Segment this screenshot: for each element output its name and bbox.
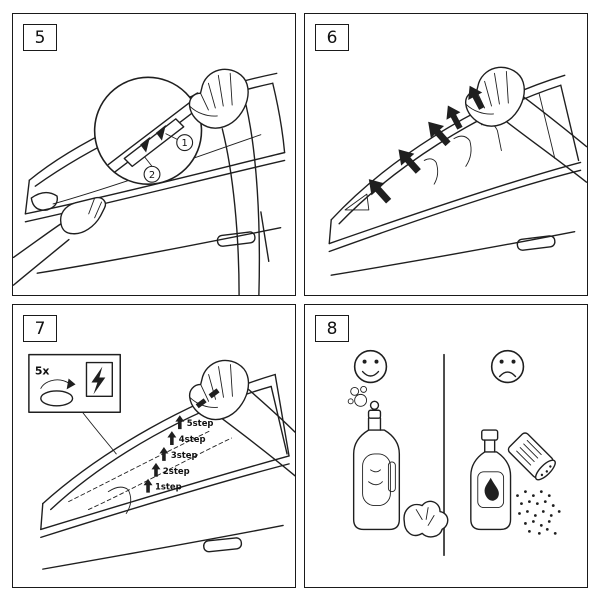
step-label: 2step xyxy=(163,466,190,476)
callout-number-1: 1 xyxy=(182,138,188,149)
panel-step-8: 8 xyxy=(304,304,588,588)
panel-step-6: 6 xyxy=(304,13,588,296)
flame-label xyxy=(477,471,505,509)
cloth-icon xyxy=(403,500,449,538)
sad-face-icon xyxy=(490,349,525,384)
powder-dots xyxy=(516,490,561,535)
callout-step-2: 2 xyxy=(143,165,161,183)
press-arrow-icon xyxy=(155,124,166,141)
lightning-bolt-icon xyxy=(91,366,106,395)
step-number: 8 xyxy=(326,318,338,339)
polish-inset-box: 5x xyxy=(28,353,121,455)
seats-sketch xyxy=(423,135,472,185)
press-arrow-icon xyxy=(140,136,151,153)
mirror-triangle xyxy=(344,193,370,211)
callout-number-2: 2 xyxy=(149,170,155,181)
door-handle xyxy=(216,231,256,247)
step-number-box: 6 xyxy=(315,24,349,51)
interior-sketch xyxy=(107,486,132,514)
door-handle xyxy=(516,235,556,251)
glass-reflection xyxy=(88,437,232,510)
glass-reflection xyxy=(68,429,213,503)
trim-strip-mark xyxy=(208,388,220,399)
bottle-cap xyxy=(481,429,499,441)
flame-icon xyxy=(484,477,499,501)
side-mirror xyxy=(30,191,59,211)
press-arrow-icon xyxy=(428,121,451,147)
b-pillar xyxy=(538,92,556,159)
step-arrow-icon xyxy=(143,478,153,493)
step-label: 4step xyxy=(179,434,206,444)
step-number-box: 8 xyxy=(315,315,349,342)
step-number: 7 xyxy=(34,318,46,339)
panel-6-illustration xyxy=(328,66,587,276)
step-arrow-icon xyxy=(151,462,161,477)
trim-strip-mark xyxy=(195,398,207,409)
smiley-face-icon xyxy=(353,349,388,384)
press-arrow-icon xyxy=(446,105,463,130)
lightning-box xyxy=(85,361,113,398)
panel-8-illustration xyxy=(347,349,561,557)
panel-step-5: 5 xyxy=(12,13,296,296)
soap-bottle-icon xyxy=(352,400,401,531)
hand-left-icon xyxy=(13,196,107,286)
solvent-bottle-icon xyxy=(470,429,512,531)
bottle-label xyxy=(362,453,391,507)
hand-right-icon xyxy=(188,359,295,477)
door-handle xyxy=(203,537,243,553)
bubbles-icon xyxy=(347,385,368,407)
circular-arrow-icon xyxy=(40,379,72,389)
hand-right-icon xyxy=(188,68,261,295)
inset-leader-line xyxy=(82,411,117,455)
car-window-illustration xyxy=(328,74,582,276)
step-arrow-icon xyxy=(175,415,185,430)
step-label: 3step xyxy=(171,450,198,460)
step-label: 1step xyxy=(155,482,182,492)
step-arrow-icon xyxy=(167,431,177,446)
powder-shaker-icon xyxy=(507,432,556,481)
repeat-count-label: 5x xyxy=(35,365,50,378)
step-arrow-list: 5step 4step 3step 2step 1step xyxy=(143,415,214,493)
step-arrow-icon xyxy=(159,446,169,461)
dont-side xyxy=(470,349,561,535)
step-number-box: 5 xyxy=(23,24,57,51)
magnifier-callout: 1 2 xyxy=(93,76,203,185)
press-arrow-icon xyxy=(398,149,421,174)
press-arrow-icon xyxy=(368,179,392,204)
do-side xyxy=(347,349,449,538)
panel-5-illustration: 1 2 xyxy=(13,68,286,295)
step-number: 6 xyxy=(326,27,338,48)
circular-arrow-head xyxy=(66,378,76,390)
step-label: 5step xyxy=(187,418,214,428)
press-arrow-icon xyxy=(468,85,485,110)
callout-step-1: 1 xyxy=(176,134,194,152)
step-number: 5 xyxy=(34,27,46,48)
polish-pad-icon xyxy=(40,390,74,407)
panel-7-illustration: 5step 4step 3step 2step 1step xyxy=(28,353,295,570)
trim-press-arrows xyxy=(368,85,485,204)
panel-step-7: 7 5step xyxy=(12,304,296,588)
step-number-box: 7 xyxy=(23,315,57,342)
hand-right-icon xyxy=(464,66,587,183)
